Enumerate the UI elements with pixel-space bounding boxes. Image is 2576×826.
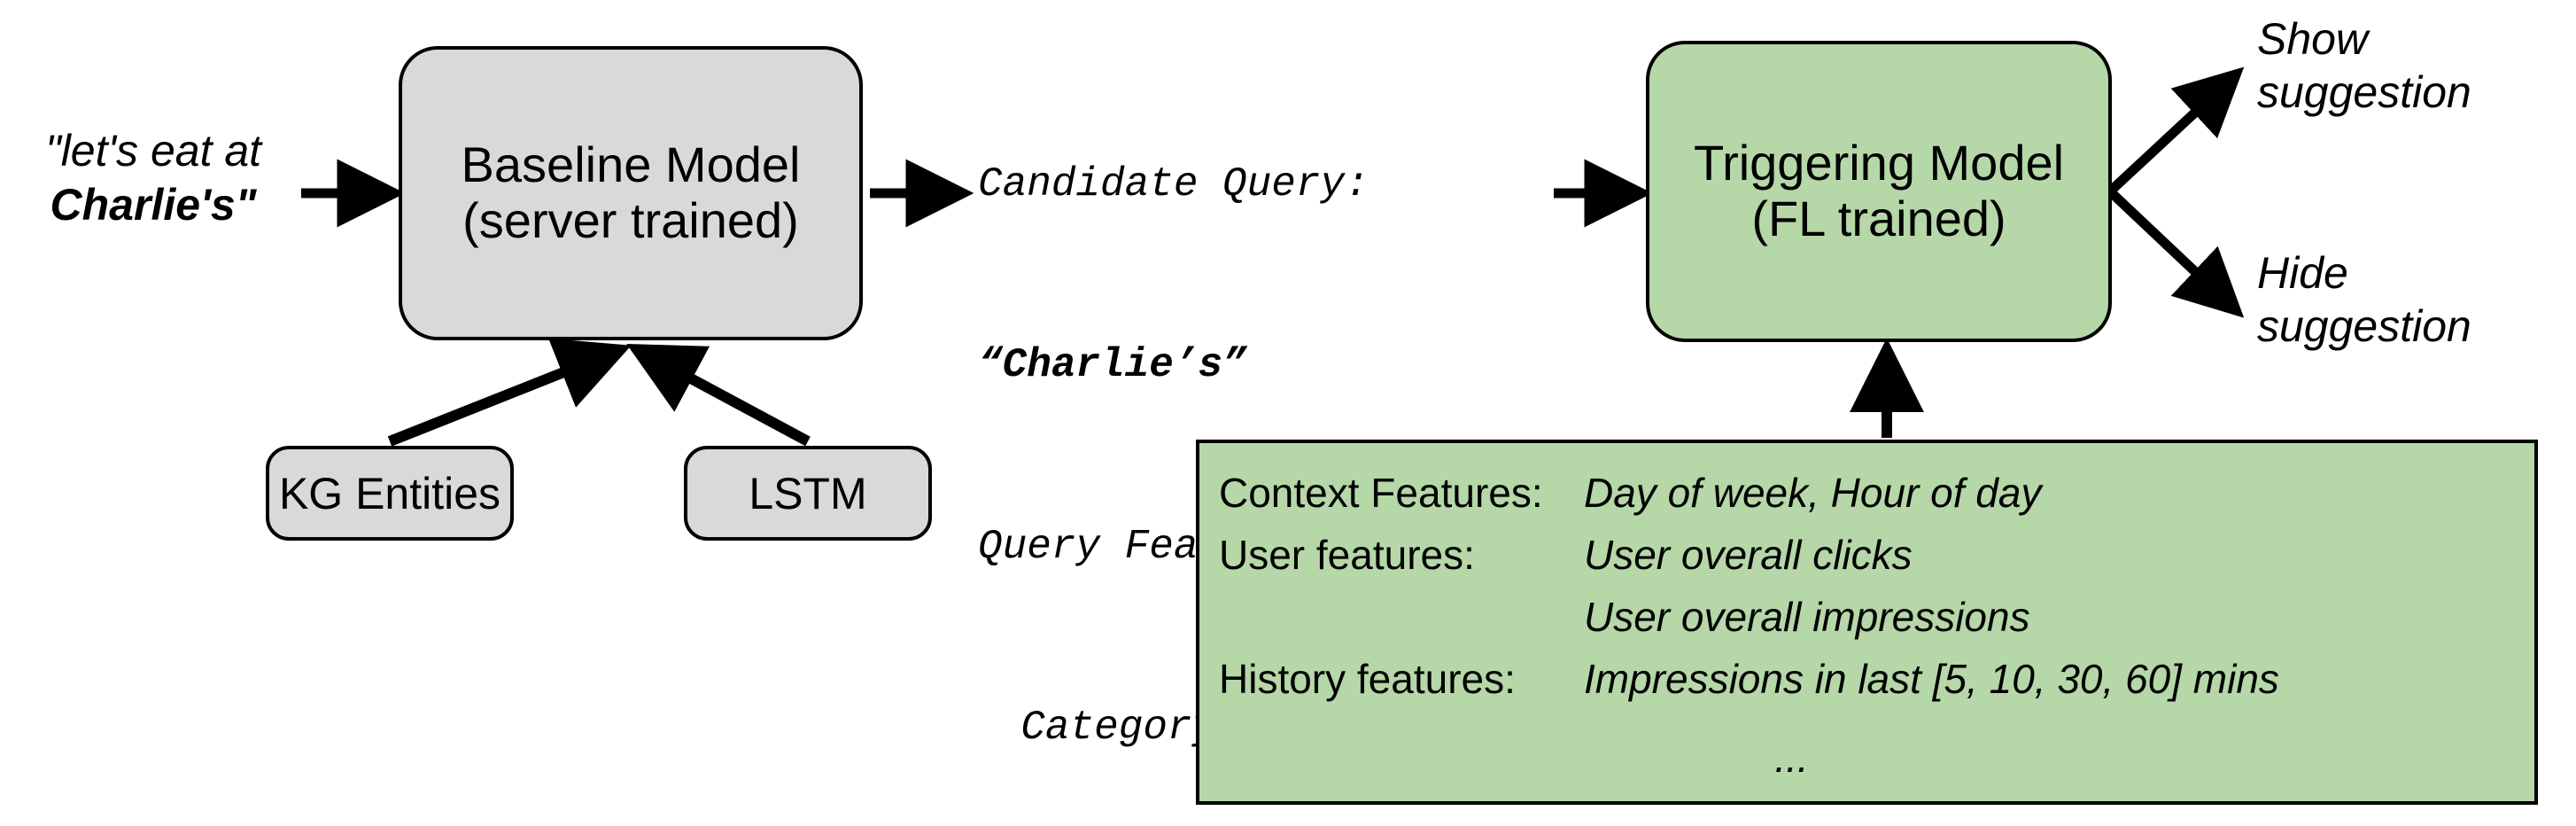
features-row-list: Context Features: Day of week, Hour of d…	[1199, 463, 2534, 711]
feature-key: History features:	[1219, 655, 1516, 702]
feature-key	[1219, 587, 1584, 649]
input-utterance-line1: "let's eat at	[44, 126, 262, 175]
kg-entities-label: KG Entities	[278, 468, 501, 518]
baseline-model-subtitle: (server trained)	[462, 192, 799, 248]
edge-kg-to-baseline	[387, 338, 632, 447]
features-panel: Context Features: Day of week, Hour of d…	[1196, 440, 2538, 805]
baseline-model-title: Baseline Model	[461, 136, 801, 193]
feature-value: User overall clicks	[1584, 531, 1913, 578]
candidate-query-value: “Charlie’s”	[978, 342, 1247, 389]
candidate-query-label: Candidate Query:	[978, 161, 1369, 208]
kg-entities-node[interactable]: KG Entities	[266, 446, 514, 541]
triggering-model-subtitle: (FL trained)	[1751, 191, 2006, 246]
feature-value: Impressions in last [5, 10, 30, 60] mins	[1584, 655, 2279, 702]
outcome-show-suggestion: Show suggestion	[2257, 14, 2471, 117]
input-utterance-line2: Charlie's"	[50, 180, 257, 230]
features-ellipsis: ...	[1774, 734, 1809, 781]
edge-triggering-to-hide	[2107, 187, 2245, 318]
feature-value: Day of week, Hour of day	[1584, 470, 2042, 516]
feature-value: User overall impressions	[1584, 593, 2030, 640]
triggering-model-title: Triggering Model	[1693, 135, 2065, 191]
outcome-hide-suggestion: Hide suggestion	[2257, 248, 2471, 351]
feature-key: User features:	[1219, 531, 1475, 578]
lstm-node[interactable]: LSTM	[684, 446, 932, 541]
edge-lstm-to-baseline	[626, 344, 811, 447]
baseline-model-node[interactable]: Baseline Model (server trained)	[399, 46, 863, 340]
feature-key: Context Features:	[1219, 470, 1543, 516]
edge-triggering-to-show	[2107, 66, 2245, 196]
lstm-label: LSTM	[749, 468, 867, 518]
triggering-model-node[interactable]: Triggering Model (FL trained)	[1646, 41, 2112, 342]
input-utterance-label: "let's eat at Charlie's"	[7, 124, 299, 232]
